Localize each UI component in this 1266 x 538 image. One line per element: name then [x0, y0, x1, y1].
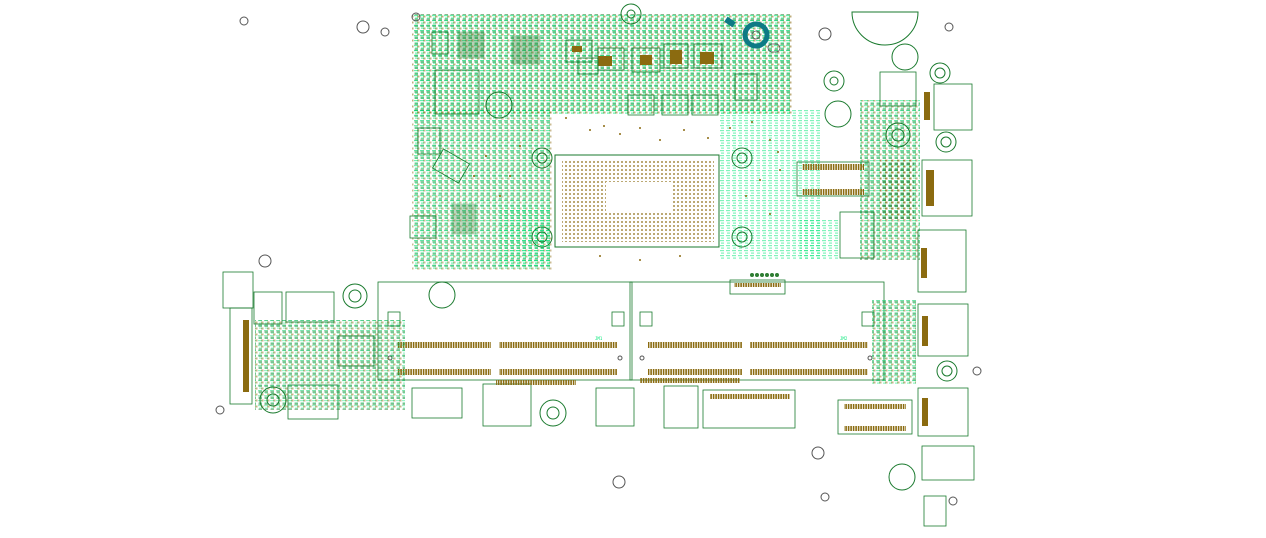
debug-header[interactable] [729, 273, 786, 295]
cpu-bga[interactable] [554, 154, 720, 248]
right-port-pins [921, 92, 934, 426]
upper-chips [409, 31, 973, 259]
right-io-ports[interactable] [917, 229, 975, 527]
dimm-left-label: JM1 [595, 336, 603, 341]
m2-connector[interactable] [796, 161, 870, 197]
mounting-holes [215, 12, 982, 506]
left-edge-pads [243, 320, 249, 392]
vrm-pads [572, 46, 714, 66]
dimm-slot-left[interactable] [377, 281, 633, 381]
highlighted-standoff[interactable] [724, 16, 781, 53]
left-connectors[interactable] [222, 271, 375, 405]
vias [473, 117, 781, 261]
dimm-slot-right[interactable] [629, 281, 885, 381]
left-power-area [255, 320, 405, 410]
vrm-inductors [565, 39, 723, 116]
dimm-right-label: JM2 [840, 336, 848, 341]
bottom-connector-pads [496, 378, 906, 431]
right-ics [500, 160, 916, 384]
fan-outline [851, 11, 919, 46]
large-standoffs [259, 3, 958, 491]
